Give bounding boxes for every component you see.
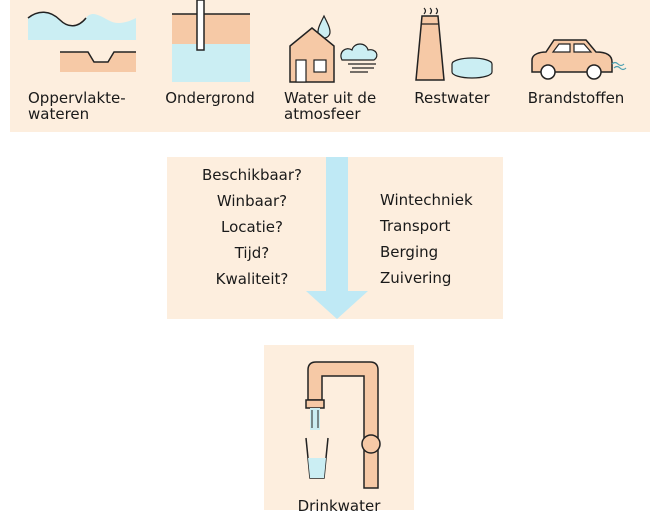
- process-wintechniek: Wintechniek: [380, 191, 473, 209]
- tap-icon: [305, 361, 381, 489]
- question-tijd: Tijd?: [234, 244, 270, 262]
- process-berging: Berging: [380, 243, 439, 261]
- source-label-line1: Oppervlakte-: [28, 89, 126, 107]
- source-label-surface-water: Oppervlakte- wateren: [28, 90, 140, 122]
- source-label-line1: Water uit de: [284, 89, 377, 107]
- question-winbaar: Winbaar?: [216, 192, 288, 210]
- output-label: Drinkwater: [297, 497, 381, 515]
- process-transport: Transport: [380, 217, 451, 235]
- source-label-atmosphere: Water uit de atmosfeer: [284, 90, 396, 122]
- question-kwaliteit: Kwaliteit?: [215, 270, 289, 288]
- source-label-line2: wateren: [28, 105, 90, 123]
- source-label-fuels: Brandstoffen: [518, 90, 634, 106]
- source-label-line1: Ondergrond: [165, 89, 255, 107]
- source-label-groundwater: Ondergrond: [158, 90, 262, 106]
- down-arrow: [306, 157, 368, 319]
- chimney-basin-icon: [415, 7, 493, 81]
- source-label-line1: Brandstoffen: [527, 89, 625, 107]
- well-icon: [172, 0, 250, 82]
- process-zuivering: Zuivering: [380, 269, 452, 287]
- source-label-line1: Restwater: [414, 89, 490, 107]
- source-label-wastewater: Restwater: [404, 90, 500, 106]
- question-beschikbaar: Beschikbaar?: [202, 166, 302, 184]
- source-label-line2: atmosfeer: [284, 105, 361, 123]
- car-icon: [531, 39, 627, 80]
- waves-icon: [27, 11, 136, 72]
- house-cloud-icon: [289, 14, 378, 83]
- question-locatie: Locatie?: [221, 218, 283, 236]
